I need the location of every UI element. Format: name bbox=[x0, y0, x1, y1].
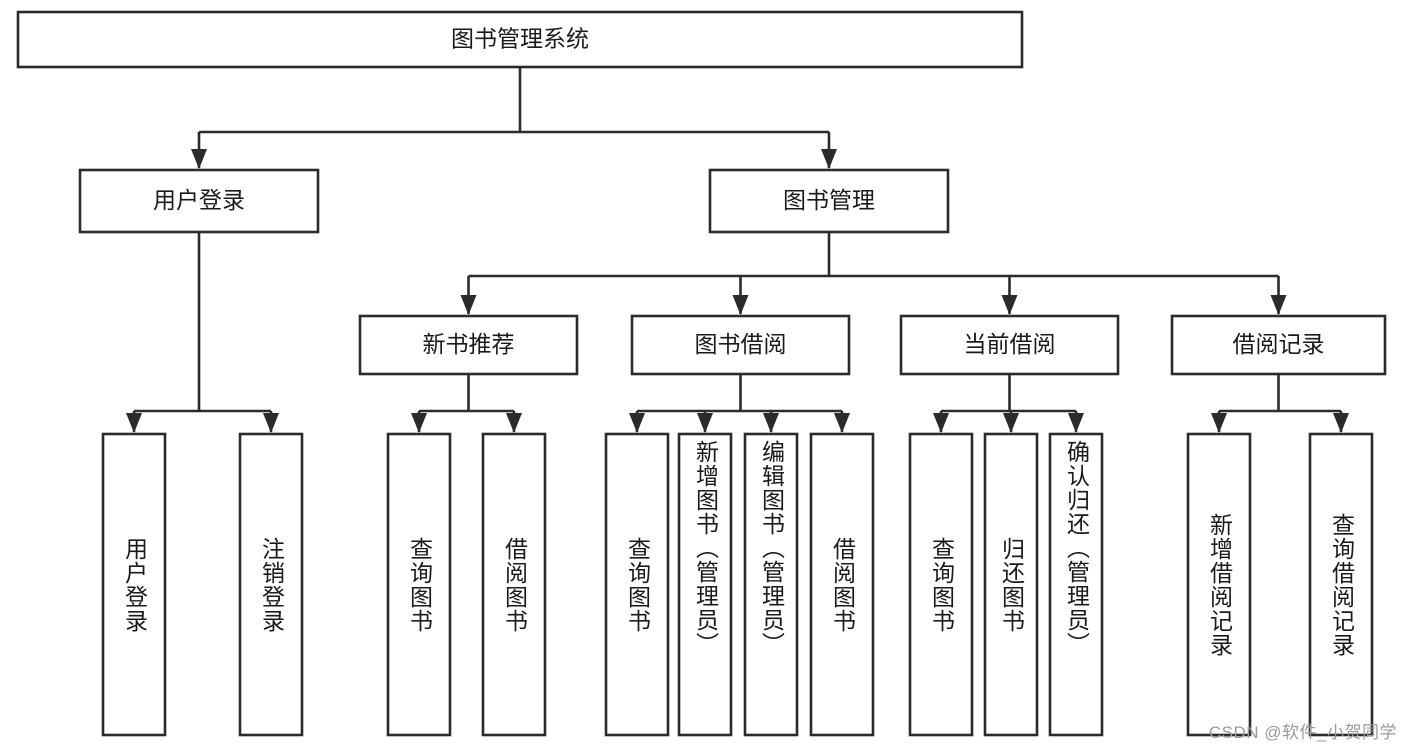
arrow-head-bm-to-book-borrow bbox=[732, 295, 749, 315]
arrow-head-root-to-book-manage bbox=[821, 149, 837, 169]
node-box-book-borrow[interactable] bbox=[630, 314, 851, 376]
arrow-head-bm-to-new-book-recommend bbox=[460, 295, 477, 315]
arrow-head-book-borrow-to-leaf-query-book-2 bbox=[629, 413, 645, 433]
node-box-leaf-add-record[interactable] bbox=[1186, 432, 1252, 737]
arrow-head-bm-to-current-borrow bbox=[1001, 295, 1018, 315]
node-borrow-record[interactable]: 借阅记录 bbox=[1170, 314, 1387, 376]
arrow-head-current-borrow-to-leaf-return-book bbox=[1003, 413, 1019, 433]
node-label-current-borrow: 当前借阅 bbox=[964, 331, 1056, 357]
node-box-current-borrow[interactable] bbox=[899, 314, 1120, 376]
node-root[interactable]: 图书管理系统 bbox=[16, 10, 1024, 69]
node-box-leaf-query-book-3[interactable] bbox=[908, 432, 974, 737]
node-new-book-recommend[interactable]: 新书推荐 bbox=[358, 314, 579, 376]
arrow-head-root-to-user-login bbox=[191, 149, 207, 169]
node-leaf-return-book[interactable] bbox=[983, 432, 1039, 737]
arrow-head-borrow-record-to-leaf-query-record bbox=[1333, 413, 1349, 433]
node-box-leaf-borrow-book-2[interactable] bbox=[809, 432, 875, 737]
node-box-leaf-confirm-return[interactable] bbox=[1048, 432, 1104, 737]
node-box-leaf-query-book-1[interactable] bbox=[386, 432, 452, 737]
node-leaf-user-login[interactable] bbox=[101, 432, 167, 737]
node-box-leaf-edit-book[interactable] bbox=[743, 432, 799, 737]
node-leaf-query-book-2[interactable] bbox=[604, 432, 670, 737]
node-leaf-edit-book[interactable] bbox=[743, 432, 799, 737]
node-leaf-add-book[interactable] bbox=[677, 432, 733, 737]
node-book-borrow[interactable]: 图书借阅 bbox=[630, 314, 851, 376]
arrow-head-borrow-record-to-leaf-add-record bbox=[1211, 413, 1227, 433]
arrow-head-user-login-to-leaf-user-login bbox=[126, 413, 142, 433]
node-leaf-confirm-return[interactable] bbox=[1048, 432, 1104, 737]
node-book-manage[interactable]: 图书管理 bbox=[708, 168, 950, 234]
node-box-leaf-user-login[interactable] bbox=[101, 432, 167, 737]
arrow-head-book-borrow-to-leaf-edit-book bbox=[763, 413, 779, 433]
node-box-leaf-add-book[interactable] bbox=[677, 432, 733, 737]
node-box-borrow-record[interactable] bbox=[1170, 314, 1387, 376]
node-label-book-manage: 图书管理 bbox=[783, 187, 875, 213]
node-user-login[interactable]: 用户登录 bbox=[78, 168, 320, 234]
node-label-new-book-recommend: 新书推荐 bbox=[423, 331, 515, 357]
node-box-root[interactable] bbox=[16, 10, 1024, 69]
arrow-head-user-login-to-leaf-logout bbox=[263, 413, 279, 433]
node-box-user-login[interactable] bbox=[78, 168, 320, 234]
node-leaf-query-book-1[interactable] bbox=[386, 432, 452, 737]
node-leaf-borrow-book-2[interactable] bbox=[809, 432, 875, 737]
node-leaf-logout[interactable] bbox=[238, 432, 304, 737]
connectors-layer bbox=[126, 67, 1349, 433]
watermark-text: CSDN @软件_小贺同学 bbox=[1208, 723, 1397, 742]
node-label-root: 图书管理系统 bbox=[451, 26, 589, 52]
arrow-head-new-book-recommend-to-leaf-borrow-book-1 bbox=[506, 413, 522, 433]
arrow-head-new-book-recommend-to-leaf-query-book-1 bbox=[411, 413, 427, 433]
arrow-head-book-borrow-to-leaf-add-book bbox=[697, 413, 713, 433]
node-leaf-query-book-3[interactable] bbox=[908, 432, 974, 737]
node-box-new-book-recommend[interactable] bbox=[358, 314, 579, 376]
node-box-leaf-query-record[interactable] bbox=[1308, 432, 1374, 737]
node-box-leaf-query-book-2[interactable] bbox=[604, 432, 670, 737]
node-leaf-add-record[interactable] bbox=[1186, 432, 1252, 737]
arrow-head-bm-to-borrow-record bbox=[1270, 295, 1287, 315]
node-box-leaf-logout[interactable] bbox=[238, 432, 304, 737]
node-leaf-query-record[interactable] bbox=[1308, 432, 1374, 737]
node-label-user-login: 用户登录 bbox=[153, 187, 245, 213]
node-label-borrow-record: 借阅记录 bbox=[1233, 331, 1325, 357]
node-box-leaf-borrow-book-1[interactable] bbox=[481, 432, 547, 737]
node-box-book-manage[interactable] bbox=[708, 168, 950, 234]
node-leaf-borrow-book-1[interactable] bbox=[481, 432, 547, 737]
node-current-borrow[interactable]: 当前借阅 bbox=[899, 314, 1120, 376]
arrow-head-current-borrow-to-leaf-confirm-return bbox=[1068, 413, 1084, 433]
arrow-head-book-borrow-to-leaf-borrow-book-2 bbox=[834, 413, 850, 433]
node-box-leaf-return-book[interactable] bbox=[983, 432, 1039, 737]
node-label-book-borrow: 图书借阅 bbox=[695, 331, 787, 357]
arrow-head-current-borrow-to-leaf-query-book-3 bbox=[933, 413, 949, 433]
